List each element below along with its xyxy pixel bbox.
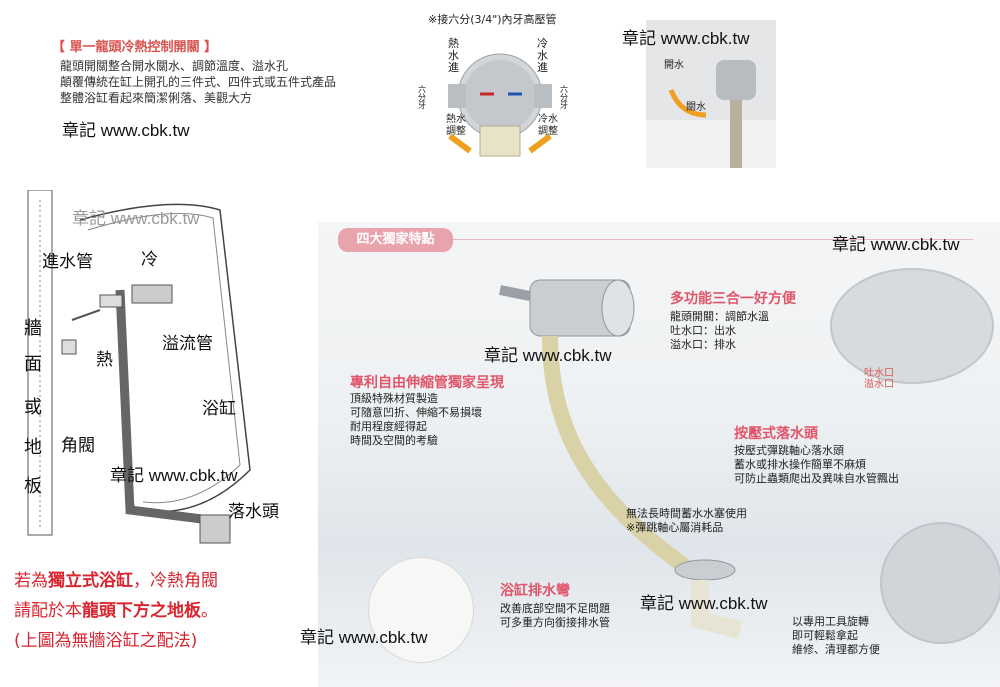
- feature-4-title: 浴缸排水彎: [500, 583, 570, 599]
- note-text: 若為: [14, 571, 48, 591]
- note-line-1: 若為獨立式浴缸，冷熱角閥: [14, 566, 218, 596]
- thread-label-left: 六分牙: [418, 85, 426, 110]
- cold-adjust-label: 冷水調整: [538, 114, 558, 137]
- note-text: 。: [201, 601, 218, 621]
- overflow-port-label: 溢水口: [864, 379, 894, 390]
- watermark: 章記 www.cbk.tw: [72, 209, 200, 228]
- divider: [453, 239, 973, 240]
- mixer-closeup: [830, 268, 994, 384]
- spout-label: 吐水口: [864, 368, 894, 379]
- wall-char: 板: [24, 476, 42, 497]
- feature-1-title: 多功能三合一好方便: [670, 291, 796, 307]
- close-label: 關水: [686, 102, 706, 113]
- wall-char: 牆: [24, 318, 42, 339]
- feature-2-body: 頂級特殊材質製造 可隨意凹折、伸縮不易損壞 耐用程度經得起 時間及空間的考驗: [350, 392, 482, 447]
- watermark: 章記 www.cbk.tw: [622, 29, 750, 48]
- water-pipe-label: 進水管: [42, 252, 93, 272]
- note-text: 請配於本: [14, 601, 82, 621]
- watermark: 章記 www.cbk.tw: [62, 121, 190, 140]
- watermark: 章記 www.cbk.tw: [110, 466, 238, 485]
- note-line-2: 請配於本龍頭下方之地板。: [14, 596, 218, 626]
- product-illustration: [499, 279, 743, 639]
- bottom-note: 若為獨立式浴缸，冷熱角閥 請配於本龍頭下方之地板。 (上圖為無牆浴缸之配法): [14, 566, 218, 656]
- intro-line: 顛覆傳統在缸上開孔的三件式、四件式或五件式產品: [60, 75, 337, 89]
- valve-note: ※接六分(3/4")內牙高壓管: [428, 13, 557, 26]
- intro-line: 龍頭開關整合開水關水、調節溫度、溢水孔: [60, 59, 289, 73]
- drain-head-label: 落水頭: [228, 502, 279, 522]
- note-line-3: (上圖為無牆浴缸之配法): [14, 631, 198, 651]
- wall-char: 或: [24, 397, 42, 418]
- note-text: ，冷熱角閥: [133, 571, 218, 591]
- watermark: 章記 www.cbk.tw: [832, 235, 960, 254]
- feature-4-body: 改善底部空間不足問題 可多重方向銜接排水管: [500, 602, 610, 629]
- faucet-illustration: [646, 60, 776, 168]
- note-text-bold: 獨立式浴缸: [48, 571, 133, 591]
- watermark: 章記 www.cbk.tw: [484, 346, 612, 365]
- valve-diagram: [448, 53, 552, 157]
- angle-valve-label: 角閥: [61, 436, 95, 456]
- wall-char: 地: [24, 437, 42, 458]
- open-label: 開水: [664, 60, 684, 71]
- intro-text: 龍頭開關整合開水關水、調節溫度、溢水孔 顛覆傳統在缸上開孔的三件式、四件式或五件…: [60, 58, 336, 106]
- stopper-note: 無法長時間蓄水水塞使用 ※彈跳軸心屬消耗品: [626, 507, 747, 534]
- note-text-bold: 龍頭下方之地板: [82, 601, 201, 621]
- drain-trap-photo: [368, 557, 474, 663]
- feature-3-body: 按壓式彈跳軸心落水頭 蓄水或排水操作簡單不麻煩 可防止蟲類爬出及異味自水管飄出: [734, 444, 899, 485]
- watermark: 章記 www.cbk.tw: [300, 628, 428, 647]
- feature-1-body: 龍頭開關：調節水溫 吐水口：出水 溢水口：排水: [670, 310, 769, 351]
- intro-line: 整體浴缸看起來簡潔俐落、美觀大方: [60, 91, 253, 105]
- tool-note: 以專用工具旋轉 即可輕鬆拿起 維修、清理都方便: [792, 615, 880, 656]
- feature-2-title: 專利自由伸縮管獨家呈現: [350, 375, 504, 391]
- overflow-pipe-label: 溢流管: [162, 334, 213, 354]
- cold-label: 冷: [141, 250, 158, 270]
- drain-head-closeup: [880, 522, 1000, 644]
- intro-heading: 【 單一龍頭冷熱控制開關 】: [52, 40, 218, 55]
- tub-label: 浴缸: [202, 399, 236, 419]
- wall-char: 面: [24, 354, 42, 375]
- switch-photo: [646, 20, 776, 168]
- hot-in-label: 熱水進: [448, 37, 459, 74]
- hot-adjust-label: 熱水調整: [446, 114, 466, 137]
- feature-3-title: 按壓式落水頭: [734, 426, 818, 442]
- install-diagram: [27, 190, 251, 544]
- watermark: 章記 www.cbk.tw: [640, 594, 768, 613]
- cold-in-label: 冷水進: [537, 37, 548, 74]
- hot-label: 熱: [96, 350, 113, 370]
- thread-label-right: 六分牙: [560, 85, 568, 110]
- features-tag: 四大獨家特點: [338, 228, 453, 252]
